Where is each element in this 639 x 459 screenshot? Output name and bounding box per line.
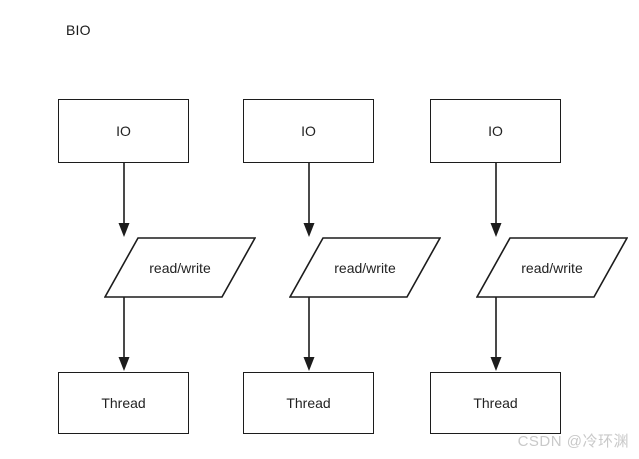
csdn-watermark: CSDN @冷环渊 bbox=[517, 433, 629, 450]
io-node: IO bbox=[243, 99, 374, 163]
thread-node-label: Thread bbox=[101, 395, 146, 411]
readwrite-node-label: read/write bbox=[334, 259, 396, 276]
thread-node-label: Thread bbox=[473, 395, 518, 411]
io-node: IO bbox=[58, 99, 189, 163]
thread-node: Thread bbox=[430, 372, 561, 434]
thread-node: Thread bbox=[58, 372, 189, 434]
thread-node-label: Thread bbox=[286, 395, 331, 411]
thread-node: Thread bbox=[243, 372, 374, 434]
connector-io-to-readwrite bbox=[116, 163, 132, 239]
readwrite-node: read/write bbox=[476, 237, 628, 298]
readwrite-node-label: read/write bbox=[521, 259, 583, 276]
readwrite-node: read/write bbox=[289, 237, 441, 298]
diagram-title: BIO bbox=[66, 22, 91, 38]
readwrite-node: read/write bbox=[104, 237, 256, 298]
flow-column-1: IO read/write Thread bbox=[58, 0, 258, 459]
connector-readwrite-to-thread bbox=[301, 297, 317, 373]
io-node-label: IO bbox=[301, 123, 316, 139]
flow-column-3: IO read/write Thread bbox=[430, 0, 630, 459]
readwrite-node-label: read/write bbox=[149, 259, 211, 276]
io-node: IO bbox=[430, 99, 561, 163]
connector-io-to-readwrite bbox=[301, 163, 317, 239]
io-node-label: IO bbox=[488, 123, 503, 139]
connector-io-to-readwrite bbox=[488, 163, 504, 239]
io-node-label: IO bbox=[116, 123, 131, 139]
flow-column-2: IO read/write Thread bbox=[243, 0, 443, 459]
connector-readwrite-to-thread bbox=[488, 297, 504, 373]
connector-readwrite-to-thread bbox=[116, 297, 132, 373]
